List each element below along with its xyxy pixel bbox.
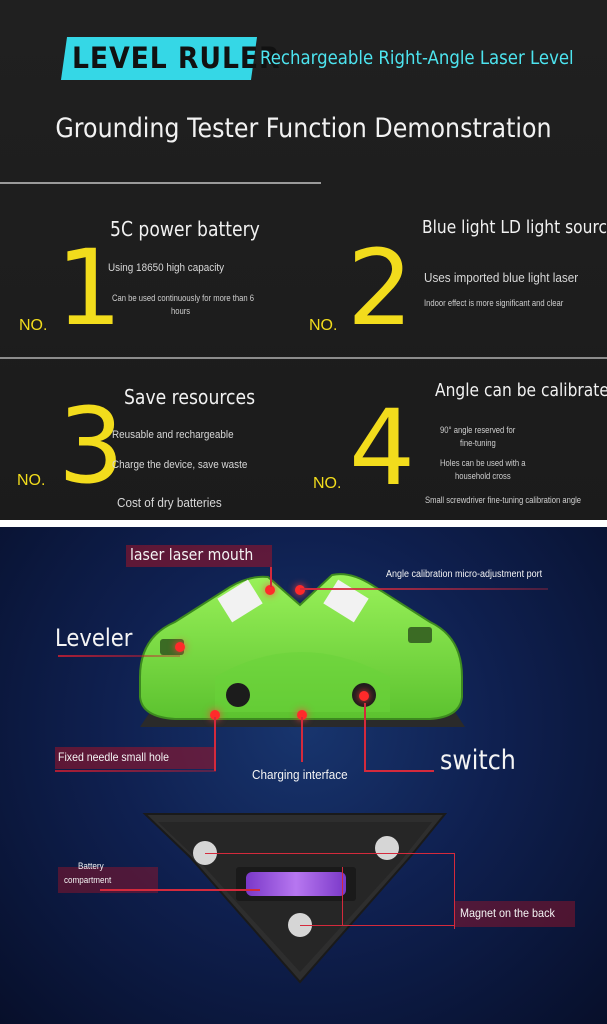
feature-3-number: 3 (58, 385, 125, 507)
angle-port-line (300, 588, 548, 590)
charging-line (301, 717, 303, 762)
feature-4-line-5: Small screwdriver fine-tuning calibratio… (425, 495, 582, 505)
feature-2-no: NO. (309, 317, 338, 334)
label-leveler: Leveler (55, 624, 133, 652)
magnet-line-2 (300, 925, 455, 926)
feature-1-no: NO. (19, 317, 48, 334)
feature-1-number: 1 (56, 227, 123, 349)
divider-short (0, 182, 321, 184)
product-diagram-panel: laser laser mouth Angle calibration micr… (0, 527, 607, 1024)
magnet-line-1 (205, 853, 455, 854)
feature-3-line-3: Cost of dry batteries (117, 495, 222, 510)
label-switch: switch (440, 745, 516, 776)
magnet-line-3 (342, 867, 343, 925)
feature-3-line-2: Charge the device, save waste (112, 459, 248, 471)
leveler-line (58, 655, 180, 657)
needle-hole-dot (210, 710, 220, 720)
label-angle-port: Angle calibration micro-adjustment port (386, 569, 543, 580)
feature-4-line-4: household cross (455, 471, 511, 481)
needle-hole-line-h (55, 770, 216, 772)
feature-4-line-1: 90° angle reserved for (440, 425, 516, 435)
label-magnet: Magnet on the back (460, 906, 555, 920)
feature-2-title: Blue light LD light source (422, 217, 607, 238)
label-charging: Charging interface (252, 767, 348, 782)
brand-badge-text: LEVEL RULER (72, 41, 281, 75)
magnet-highlight (455, 901, 575, 927)
page-title: Grounding Tester Function Demonstration (55, 113, 552, 144)
switch-line-h (364, 770, 434, 772)
feature-1-line-3: hours (171, 306, 191, 316)
features-panel: LEVEL RULER Rechargeable Right-Angle Las… (0, 0, 607, 527)
battery-line (100, 889, 260, 891)
feature-4-number: 4 (349, 387, 416, 509)
divider-full (0, 357, 607, 359)
feature-3-line-1: Reusable and rechargeable (112, 429, 234, 441)
needle-hole-line-v (214, 717, 216, 771)
laser-mouth-dot (265, 585, 275, 595)
feature-1-line-1: Using 18650 high capacity (108, 262, 225, 274)
label-needle-hole: Fixed needle small hole (58, 750, 169, 764)
feature-4-line-2: fine-tuning (460, 438, 496, 448)
laser-mouth-highlight (126, 545, 272, 567)
angle-port-dot (295, 585, 305, 595)
magnet-line-v (454, 853, 455, 929)
charging-dot (297, 710, 307, 720)
feature-4-title: Angle can be calibrated (435, 380, 607, 401)
feature-2-line-1: Uses imported blue light laser (424, 270, 579, 285)
leveler-dot (175, 642, 185, 652)
label-battery-1: Battery (78, 861, 104, 871)
product-subtitle: Rechargeable Right-Angle Laser Level (260, 47, 574, 69)
label-laser-mouth: laser laser mouth (130, 545, 254, 564)
laser-level-device-image (139, 573, 465, 984)
feature-4-line-3: Holes can be used with a (440, 458, 526, 468)
needle-hole-highlight (55, 747, 215, 769)
feature-2-number: 2 (347, 227, 414, 349)
section-separator (0, 520, 607, 527)
feature-2-line-2: Indoor effect is more significant and cl… (424, 298, 564, 308)
feature-1-title: 5C power battery (110, 217, 260, 241)
laser-mouth-line (270, 567, 272, 587)
feature-3-no: NO. (17, 472, 46, 489)
label-battery-2: compartment (64, 875, 112, 885)
feature-3-title: Save resources (124, 385, 256, 409)
battery-highlight (58, 867, 158, 893)
feature-4-no: NO. (313, 475, 342, 492)
switch-line-v (364, 703, 366, 771)
switch-dot (359, 691, 369, 701)
feature-1-line-2: Can be used continuously for more than 6 (112, 293, 255, 303)
